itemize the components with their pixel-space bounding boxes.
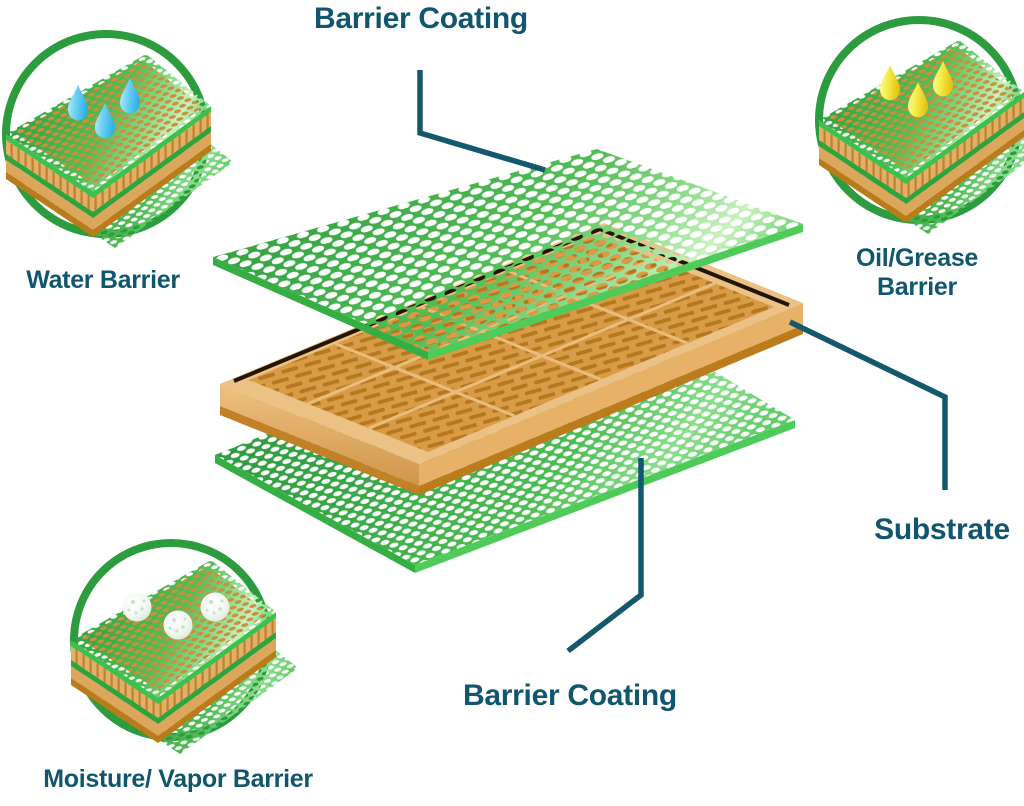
- oil-callout-material: [819, 40, 1024, 234]
- oil-grease-barrier-label-line1: Oil/Grease: [855, 244, 979, 272]
- leader-line-substrate: [788, 319, 948, 490]
- leader-lines: [417, 70, 948, 654]
- top-coating-sheet: [213, 149, 803, 360]
- bottom-barrier-coating-label: Barrier Coating: [463, 679, 677, 712]
- moisture-callout-material: [71, 560, 298, 754]
- callout-circle-water: [2, 30, 233, 248]
- oil-grease-barrier-label: Oil/Grease Barrier: [856, 244, 978, 303]
- callout-circle-moisture: [70, 539, 298, 754]
- moisture-vapor-barrier-label: Moisture/ Vapor Barrier: [43, 765, 313, 793]
- callout-circle-oil: [815, 16, 1024, 234]
- leader-line-bottom-coating: [566, 458, 644, 654]
- water-barrier-label: Water Barrier: [26, 266, 180, 294]
- water-callout-material: [6, 54, 233, 248]
- exploded-stack: [213, 149, 803, 573]
- top-barrier-coating-label: Barrier Coating: [314, 2, 528, 35]
- leader-line-top-coating: [417, 70, 546, 173]
- oil-grease-barrier-label-line2: Barrier: [877, 273, 957, 302]
- substrate-label: Substrate: [874, 513, 1010, 546]
